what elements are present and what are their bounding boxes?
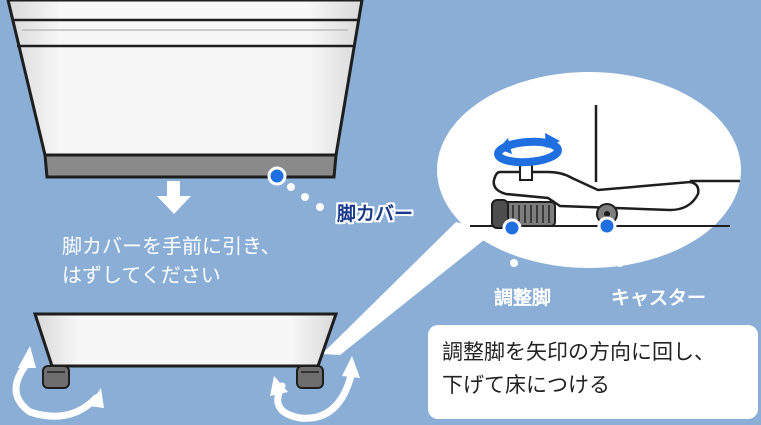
washer-body-top [6,0,364,179]
callout-dot-icon [597,216,624,267]
step1-line1: 脚カバーを手前に引き、 [62,234,281,258]
step2-instruction-box: 調整脚を矢印の方向に回し、 下げて床につける [428,325,758,419]
adjuster-foot-label: 調整脚 [494,287,552,309]
adjuster-foot-right [296,365,324,389]
zoom-detail [470,105,740,229]
down-arrow-icon [157,181,191,214]
washer-body-bottom [32,312,339,389]
step2-line1: 調整脚を矢印の方向に回し、 [442,340,715,364]
leg-cover [43,153,338,179]
step2-line2: 下げて床につける [442,373,610,397]
step1-instruction: 脚カバーを手前に引き、 はずしてください [62,232,281,290]
caster-label: キャスター [611,287,707,309]
rotate-arrow-icon [12,356,356,422]
leg-cover-label: 脚カバー [337,203,414,225]
step1-line2: はずしてください [62,263,221,287]
adjuster-foot-left [42,365,70,389]
rotate-arrow-icon [494,133,562,167]
callout-dot-icon [502,218,522,267]
callout-dot-icon [267,166,324,211]
